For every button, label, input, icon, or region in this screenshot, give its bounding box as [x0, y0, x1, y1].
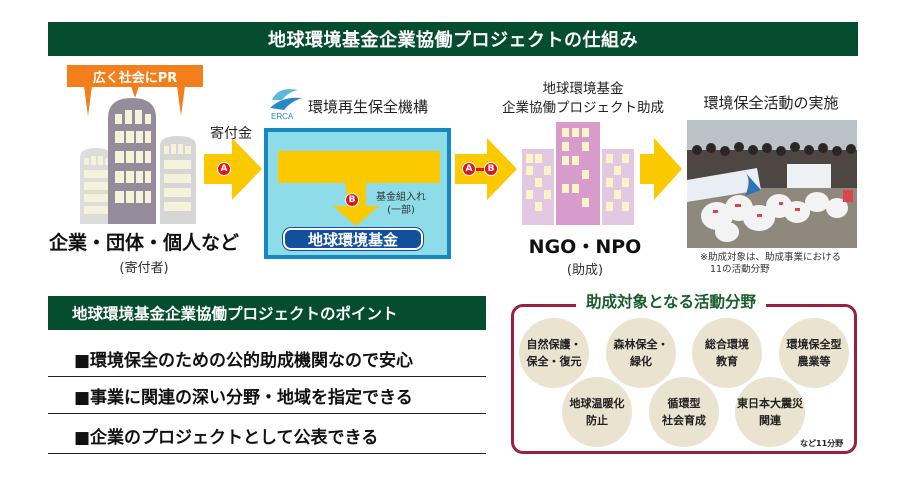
- field-circle: 東日本大震災関連: [735, 377, 805, 447]
- field-line1: 東日本大震災: [737, 396, 803, 410]
- field-line2: 緑化: [630, 355, 652, 368]
- fund-note-line1: 基金組入れ: [376, 192, 426, 203]
- ngo-sublabel: (助成): [566, 263, 604, 278]
- badge-ab-a: A: [462, 162, 476, 176]
- field-circle: 循環型社会育成: [649, 377, 719, 447]
- field-circle: 自然保護・保全・復元: [519, 318, 589, 388]
- field-line1: 環境保全型: [786, 337, 842, 351]
- fund-name: 地球環境基金: [307, 230, 398, 249]
- activity-title: 環境保全活動の実施: [703, 94, 839, 112]
- grant-title: 地球環境基金 企業協働プロジェクト助成: [490, 80, 676, 118]
- point-item: ■事業に関連の深い分野・地域を指定できる: [48, 377, 486, 414]
- fund-name-pill: 地球環境基金: [283, 228, 423, 250]
- field-circle: 森林保全・緑化: [606, 318, 676, 388]
- field-line1: 地球温暖化: [569, 396, 625, 410]
- point-item: ■環境保全のための公的助成機関なので安心: [48, 340, 486, 377]
- field-line2: 社会育成: [662, 414, 706, 427]
- badge-connector: [476, 168, 484, 171]
- erca-name: 環境再生保全機構: [308, 98, 429, 116]
- badge-ab-a-text: A: [465, 164, 473, 174]
- point-item-text: ■企業のプロジェクトとして公表できる: [74, 427, 379, 448]
- activity-note: ※助成対象は、助成事業における 11の活動分野: [700, 252, 841, 277]
- field-line1: 森林保全・: [613, 337, 669, 351]
- activity-arrow-icon: [640, 138, 682, 200]
- donor-sublabel: (寄付者): [119, 261, 169, 276]
- donor-buildings-illustration: [80, 98, 196, 224]
- field-circle: 地球温暖化防止: [562, 377, 632, 447]
- pr-label-box: 広く社会にPR: [67, 65, 203, 87]
- activity-fields-title: 助成対象となる活動分野: [576, 290, 767, 312]
- field-line2: 防止: [586, 414, 608, 427]
- beach-cleanup-photo-illustration: [687, 120, 857, 248]
- point-item-text: ■環境保全のための公的助成機関なので安心: [74, 350, 414, 371]
- field-circle: 環境保全型農業等: [779, 318, 849, 388]
- fund-inflow-bar: [278, 151, 440, 183]
- points-header: 地球環境基金企業協働プロジェクトのポイント: [48, 296, 486, 330]
- field-line1: 総合環境: [705, 337, 749, 351]
- field-line2: 関連: [759, 414, 781, 427]
- building-center-icon: [108, 98, 156, 224]
- donor-label: 企業・団体・個人など: [48, 232, 239, 254]
- ngo-buildings-illustration: [522, 122, 634, 225]
- field-line2: 保全・復元: [526, 355, 582, 368]
- field-circle: 総合環境教育: [692, 318, 762, 388]
- activity-note-line2: 11の活動分野: [710, 264, 770, 276]
- point-item: ■企業のプロジェクトとして公表できる: [48, 417, 486, 454]
- point-item-text: ■事業に関連の深い分野・地域を指定できる: [74, 387, 413, 408]
- fund-note: 基金組入れ (一部): [376, 191, 426, 217]
- page-title-banner: 地球環境基金企業協働プロジェクトの仕組み: [48, 22, 858, 56]
- field-line2: 農業等: [797, 355, 831, 368]
- building-left-icon: [80, 148, 112, 224]
- ngo-label: NGO・NPO: [528, 236, 642, 258]
- building-right-icon: [160, 136, 196, 224]
- activity-fields-footer: など11分野: [800, 439, 844, 448]
- donation-arrow-icon: [204, 138, 262, 200]
- pr-label: 広く社会にPR: [92, 70, 178, 86]
- page-title: 地球環境基金企業協働プロジェクトの仕組み: [268, 30, 638, 51]
- fund-note-line2: (一部): [387, 205, 415, 216]
- erca-logo-icon: ERCA: [270, 89, 302, 120]
- points-title: 地球環境基金企業協働プロジェクトのポイント: [72, 305, 398, 323]
- field-line1: 自然保護・: [526, 337, 582, 351]
- grant-title-line1: 地球環境基金: [542, 81, 624, 97]
- field-line1: 循環型: [667, 396, 701, 410]
- field-line2: 教育: [716, 355, 738, 368]
- pr-callout-tail: [177, 86, 185, 116]
- beach-cleanup-photo: [687, 120, 857, 248]
- badge-ab-b: B: [484, 162, 498, 176]
- badge-a-text: A: [220, 164, 228, 174]
- pr-callout-tail: [131, 86, 139, 98]
- grant-title-line2: 企業協働プロジェクト助成: [502, 99, 664, 116]
- badge-b-text: B: [348, 195, 356, 205]
- pr-callout-tail: [84, 86, 92, 116]
- badge-ab-b-text: B: [487, 164, 495, 174]
- badge-a: A: [217, 162, 231, 176]
- badge-b: B: [345, 193, 359, 207]
- activity-note-line1: ※助成対象は、助成事業における: [700, 252, 841, 263]
- erca-logo-text: ERCA: [271, 112, 294, 120]
- ngo-building-center-icon: [556, 122, 600, 225]
- donation-label: 寄付金: [210, 126, 252, 142]
